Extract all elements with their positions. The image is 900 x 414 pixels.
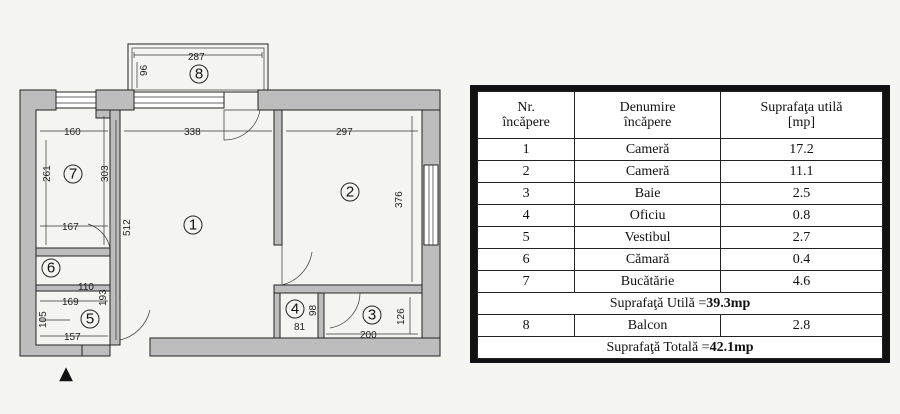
dim-287: 287 [188,52,205,63]
row-nr: 3 [476,182,576,205]
header-nr-label: Nr. încăpere [502,100,550,130]
floor-plan: 287 96 160 338 297 261 303 512 376 167 1… [19,43,441,384]
exterior-walls [19,89,441,357]
table-row: 5 Vestibul 2.7 [476,226,884,249]
dim-81: 81 [294,322,306,333]
dim-96: 96 [139,64,150,76]
table-row: 1 Cameră 17.2 [476,138,884,161]
grand-total-value: 42.1mp [709,340,754,355]
row-nr: 2 [476,160,576,183]
door-swings [40,109,361,341]
room-label-8: 8 [189,64,209,84]
row-name: Oficiu [574,204,721,227]
row-name: Cămară [574,248,721,271]
svg-text:8: 8 [195,66,203,83]
room-label-6: 6 [41,258,61,278]
header-name: Denumire încăpere [574,91,721,139]
dim-303: 303 [100,165,111,182]
dim-169: 169 [62,297,79,308]
svg-text:7: 7 [69,166,77,183]
row-area: 17.2 [719,138,884,161]
row-area: 2.7 [719,226,884,249]
header-area-label: Suprafaţa utilă [mp] [760,100,843,130]
area-table-frame: Nr. încăpere Denumire încăpere Suprafaţa… [470,85,890,363]
table-header-row: Nr. încăpere Denumire încăpere Suprafaţa… [476,91,884,139]
dim-98: 98 [308,304,319,316]
table-row: 2 Cameră 11.1 [476,160,884,183]
dimension-lines [40,116,418,340]
dim-105: 105 [38,311,49,328]
balcony-nr: 8 [476,314,576,337]
dim-160: 160 [64,127,81,138]
grand-total-row: Suprafaţă Totală =42.1mp [477,336,883,359]
row-nr: 1 [476,138,576,161]
dim-193: 193 [98,289,109,306]
balcony-name: Balcon [574,314,721,337]
room-label-1: 1 [183,215,203,235]
row-area: 11.1 [719,160,884,183]
svg-text:3: 3 [368,307,376,324]
row-name: Vestibul [574,226,721,249]
svg-text:6: 6 [47,260,55,277]
table-row: 4 Oficiu 0.8 [476,204,884,227]
dim-200: 200 [360,330,377,341]
row-nr: 6 [476,248,576,271]
windows [55,91,439,246]
useful-total-cell: Suprafaţă Utilă =39.3mp [477,292,883,315]
dim-512: 512 [122,219,133,236]
row-area: 0.4 [719,248,884,271]
room-label-5: 5 [80,309,100,329]
dim-297: 297 [336,127,353,138]
grand-total-label: Suprafaţă Totală = [606,340,710,355]
row-nr: 5 [476,226,576,249]
useful-total-value: 39.3mp [706,296,751,311]
row-nr: 4 [476,204,576,227]
grand-total-cell: Suprafaţă Totală =42.1mp [477,336,883,359]
row-name: Cameră [574,160,721,183]
row-name: Baie [574,182,721,205]
dim-157: 157 [64,332,81,343]
dim-338: 338 [184,127,201,138]
balcony-area: 2.8 [719,314,884,337]
row-name: Bucătărie [574,270,721,293]
header-area: Suprafaţa utilă [mp] [719,91,884,139]
row-area: 4.6 [719,270,884,293]
row-name: Cameră [574,138,721,161]
row-area: 0.8 [719,204,884,227]
dim-261: 261 [42,165,53,182]
header-name-label: Denumire încăpere [619,100,676,130]
svg-text:5: 5 [86,311,94,328]
useful-total-label: Suprafaţă Utilă = [609,296,707,311]
area-table: Nr. încăpere Denumire încăpere Suprafaţa… [476,91,884,359]
entrance-marker: ▲ [59,363,73,384]
svg-text:1: 1 [189,217,197,234]
room-label-7: 7 [63,164,83,184]
svg-text:4: 4 [291,301,299,318]
table-row: 3 Baie 2.5 [476,182,884,205]
header-nr: Nr. încăpere [476,91,576,139]
row-area: 2.5 [719,182,884,205]
dim-126: 126 [396,308,407,325]
dim-167: 167 [62,222,79,233]
room-label-3: 3 [362,305,382,325]
table-row: 7 Bucătărie 4.6 [476,270,884,293]
room-label-2: 2 [340,182,360,202]
table-row: 6 Cămară 0.4 [476,248,884,271]
interior-walls [35,109,423,346]
balcony-row: 8 Balcon 2.8 [476,314,884,337]
dim-376: 376 [394,191,405,208]
useful-total-row: Suprafaţă Utilă =39.3mp [477,292,883,315]
room-label-4: 4 [285,299,305,319]
row-nr: 7 [476,270,576,293]
dim-110: 110 [78,282,94,293]
svg-text:2: 2 [346,184,354,201]
